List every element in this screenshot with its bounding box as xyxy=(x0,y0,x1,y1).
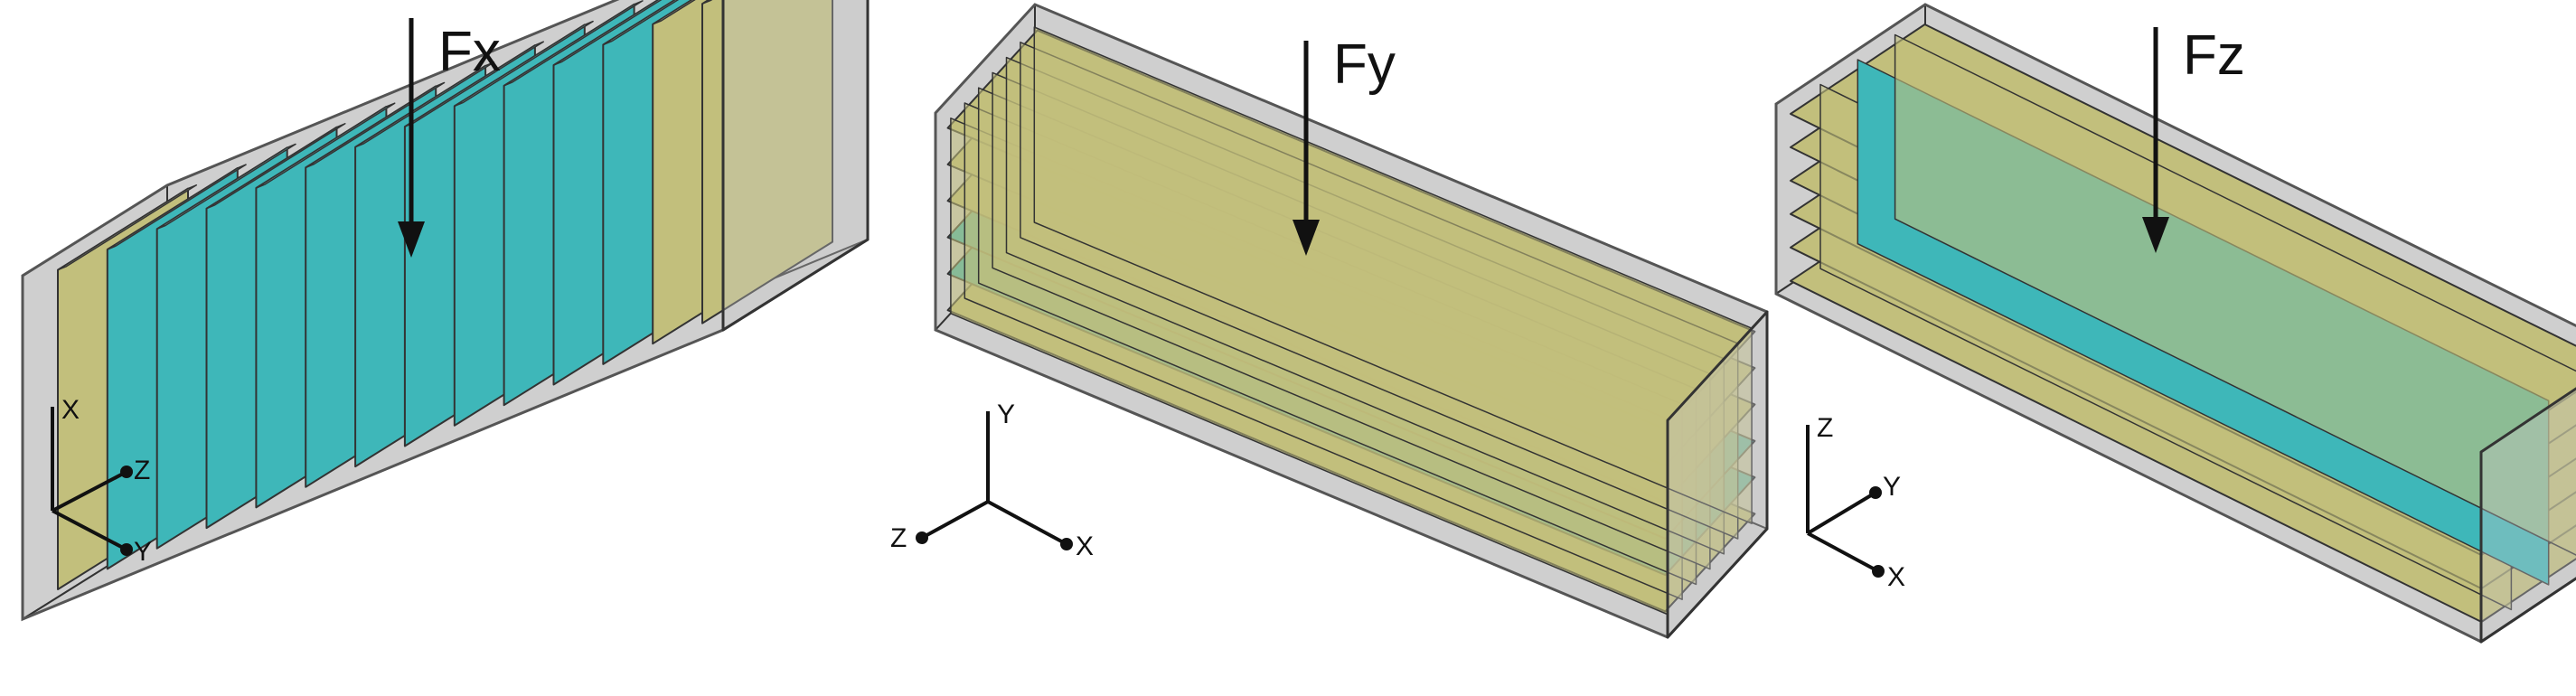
plate-top-edge xyxy=(205,123,346,210)
force-arrow-fx xyxy=(398,18,425,258)
laminate-fin xyxy=(1894,33,2576,556)
laminate-plate xyxy=(701,0,833,324)
axis-triad-fx: X Z Y xyxy=(51,395,152,567)
panel-fz: Fz Z Y X xyxy=(1774,3,2576,644)
svg-text:Z: Z xyxy=(890,523,907,553)
panel-fy: Fy Y Z X xyxy=(890,3,1769,639)
svg-text:Z: Z xyxy=(134,456,150,485)
svg-text:Y: Y xyxy=(997,400,1015,429)
laminate-block-fy xyxy=(934,3,1769,639)
casing-end-face xyxy=(1666,310,1769,639)
plate-top-edge xyxy=(552,0,663,66)
laminate-block-fx xyxy=(21,0,870,622)
svg-text:X: X xyxy=(61,395,80,425)
force-label-fx: Fx xyxy=(438,21,501,83)
plate-top-edge xyxy=(57,184,198,271)
svg-text:Y: Y xyxy=(1883,472,1901,502)
axis-triad-fy: Y Z X xyxy=(890,400,1094,561)
svg-text:X: X xyxy=(1887,562,1905,592)
plate-top-edge xyxy=(503,0,644,87)
casing-end-face xyxy=(2479,387,2576,644)
plate-top-edge xyxy=(107,164,247,250)
plate-top-edge xyxy=(652,0,696,25)
plate-top-edge xyxy=(155,143,296,230)
svg-text:X: X xyxy=(1076,531,1094,561)
force-arrow-fy xyxy=(1293,41,1320,256)
svg-text:Y: Y xyxy=(134,537,152,567)
plate-top-edge xyxy=(454,20,594,108)
force-label-fy: Fy xyxy=(1333,33,1396,96)
casing-end-face xyxy=(721,0,870,332)
plate-top-edge xyxy=(602,0,680,46)
force-arrow-fz xyxy=(2142,27,2169,253)
plate-top-edge xyxy=(354,61,495,148)
plate-top-edge xyxy=(255,102,396,189)
axis-triad-fz: Z Y X xyxy=(1806,413,1905,592)
plate-top-edge xyxy=(701,0,713,5)
laminate-block-fz xyxy=(1774,3,2576,644)
svg-text:Z: Z xyxy=(1817,413,1833,443)
force-label-fz: Fz xyxy=(2183,24,2245,87)
panel-fx: Fx X Z Y xyxy=(21,0,870,622)
